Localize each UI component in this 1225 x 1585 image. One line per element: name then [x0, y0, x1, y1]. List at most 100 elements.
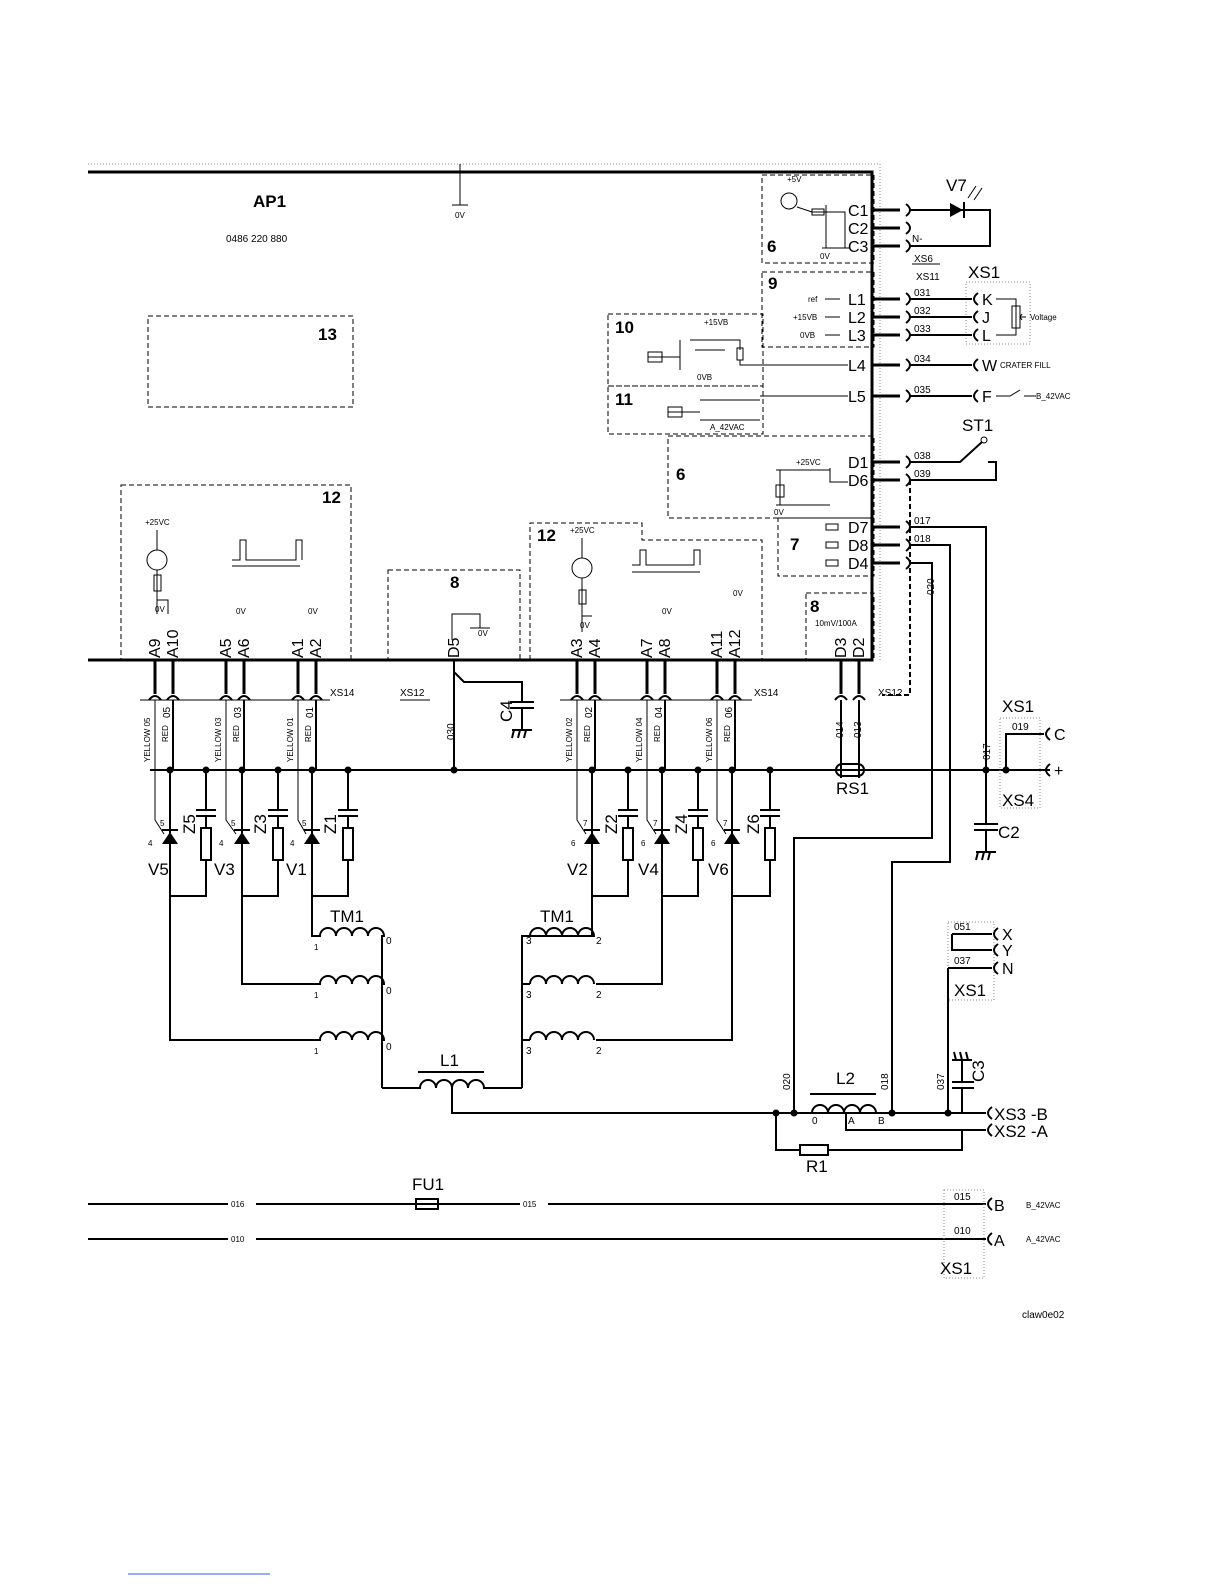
block-13-label: 13 — [318, 325, 337, 344]
pin-l2: L2 — [848, 310, 866, 327]
block10-0vb-text: 0VB — [697, 373, 712, 382]
wire-yellow02: YELLOW 02 — [565, 717, 574, 762]
pin-d8: D8 — [848, 538, 869, 555]
xs1-pin-y: Y — [1002, 943, 1013, 960]
xs1-top-label: XS1 — [968, 263, 1000, 282]
wire-n05: 05 — [162, 706, 173, 718]
v3-pin4: 4 — [219, 839, 224, 848]
pin-d3: D3 — [833, 637, 850, 658]
wire-n04: 04 — [654, 706, 665, 718]
block-7-label: 7 — [790, 535, 799, 554]
pin-c1: C1 — [848, 203, 869, 220]
wire-020: 020 — [926, 578, 937, 595]
wire-051: 051 — [954, 922, 971, 933]
xs1-xyn-label: XS1 — [954, 981, 986, 1000]
zero-v-a4: 0V — [580, 621, 590, 630]
wire-010-right: 010 — [954, 1226, 971, 1237]
xs12-left: XS12 — [400, 688, 425, 699]
zero-v-a8: 0V — [662, 607, 672, 616]
block-6-mid-label: 6 — [676, 465, 685, 484]
tap-3b: 3 — [526, 990, 532, 1001]
wire-n06: 06 — [724, 706, 735, 718]
xs1-pin-n: N — [1002, 961, 1014, 978]
v3-label: V3 — [214, 860, 235, 879]
wire-035: 035 — [914, 385, 931, 396]
block6-25vc-text: +25VC — [796, 458, 821, 467]
xs1-pin-j: J — [982, 310, 990, 327]
wire-037-lower: 037 — [936, 1073, 947, 1090]
pin-d6: D6 — [848, 473, 869, 490]
pin-l5: L5 — [848, 389, 866, 406]
wire-yellow05: YELLOW 05 — [143, 717, 152, 762]
rectifier-right — [576, 700, 780, 897]
block6-0v-text: 0V — [820, 252, 830, 261]
tap-2a: 2 — [596, 936, 602, 947]
tm1-left-label: TM1 — [330, 907, 364, 926]
wire-010: 010 — [231, 1235, 245, 1244]
block-13 — [147, 315, 354, 408]
rs1-shunt — [835, 763, 865, 777]
v2-label: V2 — [567, 860, 588, 879]
xs4-label: XS4 — [1002, 791, 1034, 810]
block-12-mid-label: 12 — [537, 526, 556, 545]
xs1-pin-f: F — [982, 389, 992, 406]
pin-a2: A2 — [308, 638, 325, 658]
wire-017: 017 — [914, 516, 931, 527]
c2-label: C2 — [998, 823, 1020, 842]
board-ground-label: 0V — [455, 211, 465, 220]
tap-3a: 3 — [526, 936, 532, 947]
pin-a11: A11 — [709, 631, 726, 658]
block-10 — [607, 313, 764, 387]
l2-tap-0: 0 — [812, 1116, 818, 1127]
pin-d2: D2 — [851, 637, 868, 658]
zero-v-a10: 0V — [155, 605, 165, 614]
pin-l3: L3 — [848, 328, 866, 345]
pin-a7: A7 — [639, 638, 656, 658]
pin-d5: D5 — [446, 637, 463, 658]
tap-1c: 1 — [314, 1047, 319, 1056]
block-7 — [777, 517, 875, 577]
pin-d4: D4 — [848, 556, 869, 573]
z4-label: Z4 — [672, 814, 691, 834]
pin-a6: A6 — [236, 638, 253, 658]
xs12-right: XS12 — [878, 688, 903, 699]
v4-pin7: 7 — [653, 819, 658, 828]
ref-text: ref — [808, 295, 818, 304]
block-9-label: 9 — [768, 274, 777, 293]
xs6-label: XS6 — [914, 254, 933, 265]
tap-3c: 3 — [526, 1046, 532, 1057]
v4-label: V4 — [638, 860, 659, 879]
wire-n01: 01 — [305, 706, 316, 718]
l2-label: L2 — [836, 1069, 855, 1088]
wire-017-lower: 017 — [982, 743, 993, 760]
zero-vb-text: 0VB — [800, 331, 815, 340]
tap-2b: 2 — [596, 990, 602, 1001]
pin-d7: D7 — [848, 520, 869, 537]
wire-038: 038 — [914, 451, 931, 462]
tap-1b: 1 — [314, 991, 319, 1000]
xs14-right: XS14 — [754, 688, 779, 699]
block-9 — [761, 271, 875, 348]
zero-v-a6: 0V — [236, 607, 246, 616]
led-light-icon — [967, 185, 983, 201]
pin-a8: A8 — [657, 638, 674, 658]
xs1-bottom-label: XS1 — [940, 1259, 972, 1278]
z3-label: Z3 — [251, 814, 270, 834]
pin-c2: C2 — [848, 221, 869, 238]
v4-pin6: 6 — [641, 839, 646, 848]
n-minus-label: N- — [912, 234, 923, 245]
wire-yellow01: YELLOW 01 — [286, 717, 295, 762]
xs1-pin-x: X — [1002, 927, 1013, 944]
wire-red01: RED — [304, 725, 313, 742]
wire-red02: RED — [583, 725, 592, 742]
b42-label-top: B_42VAC — [1036, 392, 1071, 401]
block10-15vb-text: +15VB — [704, 318, 728, 327]
r1-resistor — [799, 1144, 829, 1156]
pin-l1: L1 — [848, 292, 866, 309]
board-outline — [88, 170, 874, 662]
zero-v-a2: 0V — [308, 607, 318, 616]
pin-a12: A12 — [727, 629, 744, 658]
v5-label: V5 — [148, 860, 169, 879]
xs1-pin-k: K — [982, 292, 993, 309]
pin-a1: A1 — [290, 638, 307, 658]
